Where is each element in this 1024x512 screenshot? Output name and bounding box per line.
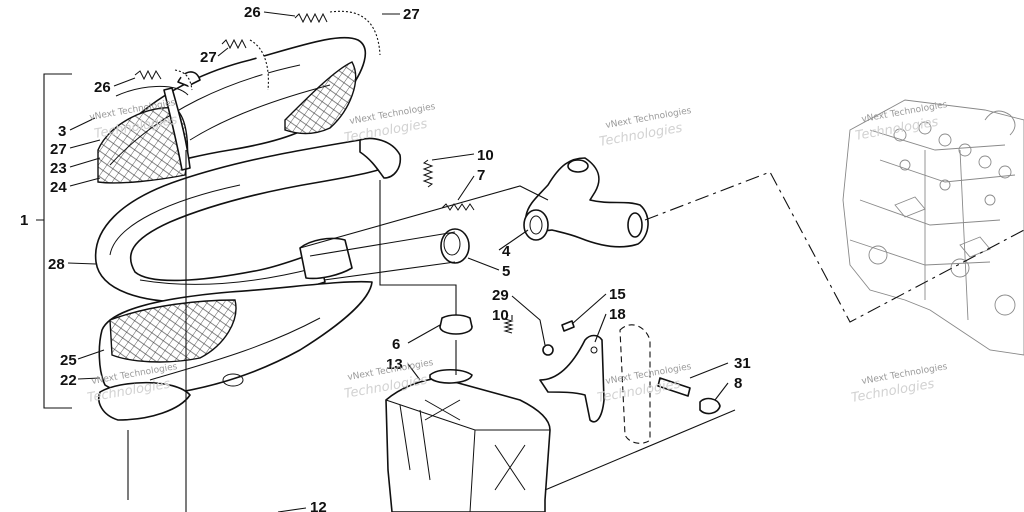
callout-27-mid: 27 (200, 49, 217, 66)
muffler-lower-shield (98, 280, 373, 421)
callout-12: 12 (310, 499, 327, 512)
callout-5: 5 (502, 263, 510, 280)
exhaust-springs-top (115, 10, 381, 97)
callout-7: 7 (477, 167, 485, 184)
callout-22: 22 (60, 372, 77, 389)
y-pipe-manifold (440, 157, 649, 264)
callout-8: 8 (734, 375, 742, 392)
gasket-part-6 (439, 314, 473, 335)
callout-29: 29 (492, 287, 509, 304)
group-bracket (36, 73, 72, 409)
callout-1: 1 (20, 212, 28, 229)
callout-23: 23 (50, 160, 67, 177)
callout-31: 31 (734, 355, 751, 372)
callout-25: 25 (60, 352, 77, 369)
callout-26-top: 26 (244, 4, 261, 21)
callout-26-left: 26 (94, 79, 111, 96)
callout-28: 28 (48, 256, 65, 273)
mounting-bracket (539, 320, 651, 444)
callout-numbers: 1 26 27 27 26 3 27 23 24 28 25 22 10 7 4… (20, 4, 751, 512)
callout-6: 6 (392, 336, 400, 353)
callout-15: 15 (609, 286, 626, 303)
callout-24: 24 (50, 179, 67, 196)
callout-27-left: 27 (50, 141, 67, 158)
callout-18: 18 (609, 306, 626, 323)
callout-27-top: 27 (403, 6, 420, 23)
muffler-upper-shield (97, 36, 367, 184)
callout-10-upper: 10 (477, 147, 494, 164)
callout-3: 3 (58, 123, 66, 140)
muffler-canister (385, 368, 551, 512)
callout-leaders (67, 11, 729, 512)
assembly-lines (127, 150, 1024, 512)
callout-10-lower: 10 (492, 307, 509, 324)
callout-4: 4 (502, 243, 511, 260)
grommet-and-bolt (657, 377, 721, 415)
callout-13: 13 (386, 356, 403, 373)
engine-block-ghost (842, 99, 1024, 356)
